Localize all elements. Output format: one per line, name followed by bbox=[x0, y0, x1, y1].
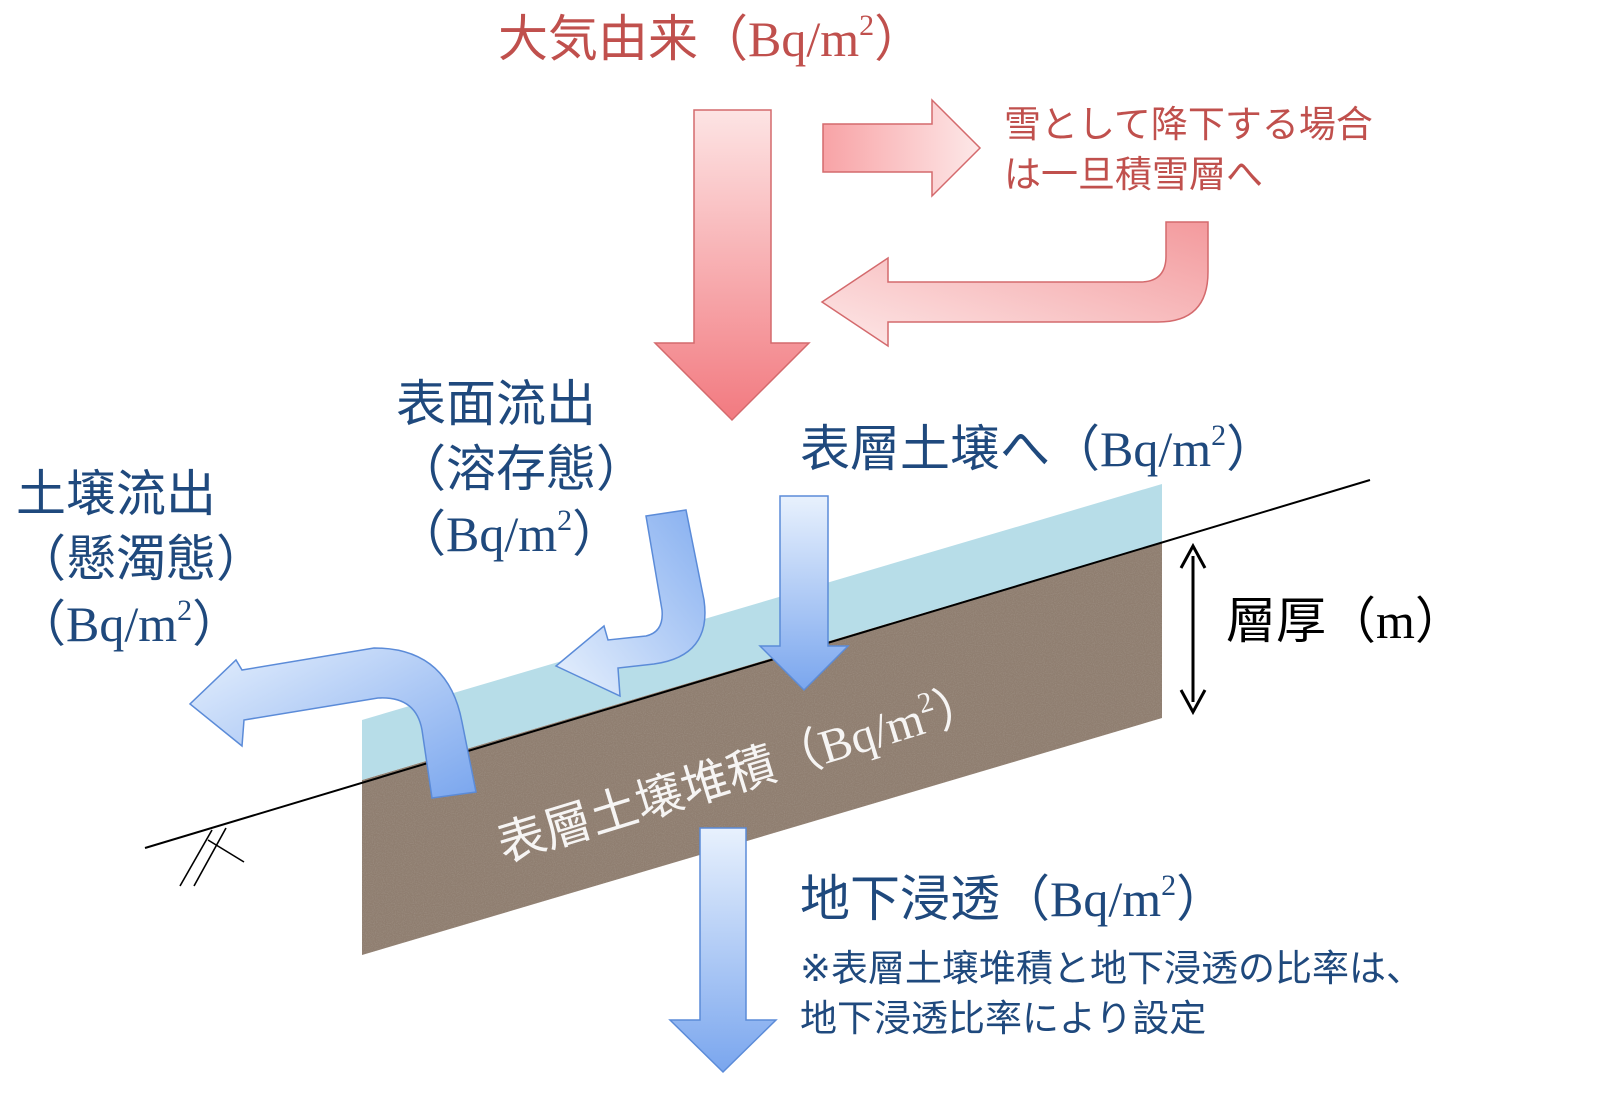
ground-hatch-icon bbox=[179, 827, 245, 887]
to-surface-soil-title: 表層土壌へ bbox=[800, 420, 1050, 478]
infiltration-unit: （Bq/m2） bbox=[1000, 869, 1227, 927]
to-surface-soil-unit: （Bq/m2） bbox=[1050, 419, 1277, 477]
soil-runoff-line2: （懸濁態） bbox=[16, 530, 266, 588]
infiltration-note-line1: ※表層土壌堆積と地下浸透の比率は、 bbox=[800, 947, 1424, 990]
infiltration-label: 地下浸透（Bq/m2） bbox=[800, 869, 1227, 927]
ground-line bbox=[144, 479, 1371, 849]
snow-branch-arrow bbox=[822, 98, 982, 198]
surface-water-layer bbox=[362, 484, 1162, 780]
snowmelt-return-arrow bbox=[820, 221, 1209, 348]
snow-note-line2: は一旦積雪層へ bbox=[1004, 152, 1263, 196]
layer-thickness-label: 層厚（m） bbox=[1226, 596, 1465, 646]
infiltration-note-line2: 地下浸透比率により設定 bbox=[800, 996, 1207, 1040]
soil-block bbox=[362, 542, 1162, 955]
infiltration-title: 地下浸透 bbox=[800, 870, 1000, 928]
surface-runoff-line2: （溶存態） bbox=[396, 440, 646, 498]
atmospheric-title: 大気由来（Bq/m2） bbox=[498, 9, 925, 67]
soil-runoff-arrow bbox=[188, 647, 477, 799]
layer-thickness-title: 層厚 bbox=[1226, 592, 1326, 650]
surface-runoff-unit: （Bq/m2） bbox=[396, 504, 623, 563]
layer-thickness-unit: （m） bbox=[1326, 593, 1465, 649]
surface-runoff-label: 表面流出 （溶存態） （Bq/m2） bbox=[396, 372, 646, 567]
to-surface-soil-label: 表層土壌へ（Bq/m2） bbox=[800, 419, 1277, 477]
atmospheric-unit: （Bq/m2） bbox=[698, 9, 925, 67]
infiltration-arrow bbox=[668, 827, 778, 1074]
infiltration-note: ※表層土壌堆積と地下浸透の比率は、 地下浸透比率により設定 bbox=[800, 944, 1423, 1044]
soil-runoff-label: 土壌流出 （懸濁態） （Bq/m2） bbox=[16, 462, 266, 657]
atmospheric-deposition-arrow bbox=[653, 109, 811, 422]
soil-runoff-line1: 土壌流出 bbox=[16, 465, 216, 523]
surface-runoff-arrow bbox=[554, 509, 706, 698]
snow-note-line1: 雪として降下する場合 bbox=[1004, 103, 1373, 146]
to-surface-soil-arrow bbox=[758, 495, 850, 692]
layer-thickness-arrow bbox=[1179, 542, 1207, 716]
atmospheric-title-text: 大気由来 bbox=[498, 10, 698, 68]
snow-note: 雪として降下する場合 は一旦積雪層へ bbox=[1004, 100, 1464, 200]
soil-runoff-unit: （Bq/m2） bbox=[16, 594, 243, 653]
surface-runoff-line1: 表面流出 bbox=[396, 375, 596, 433]
